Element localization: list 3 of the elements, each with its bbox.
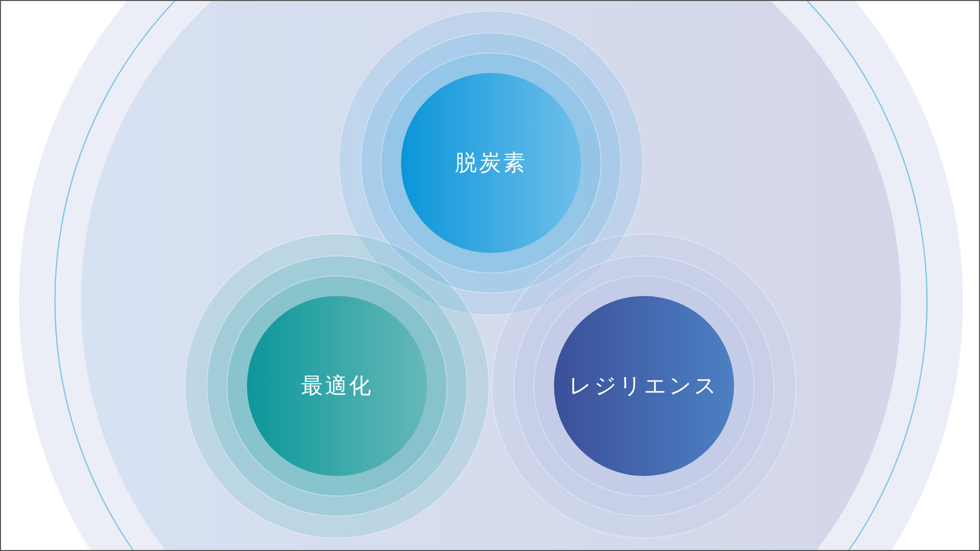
- node-label: 最適化: [301, 373, 373, 401]
- node-label: 脱炭素: [455, 150, 527, 178]
- node-label: レジリエンス: [569, 373, 719, 401]
